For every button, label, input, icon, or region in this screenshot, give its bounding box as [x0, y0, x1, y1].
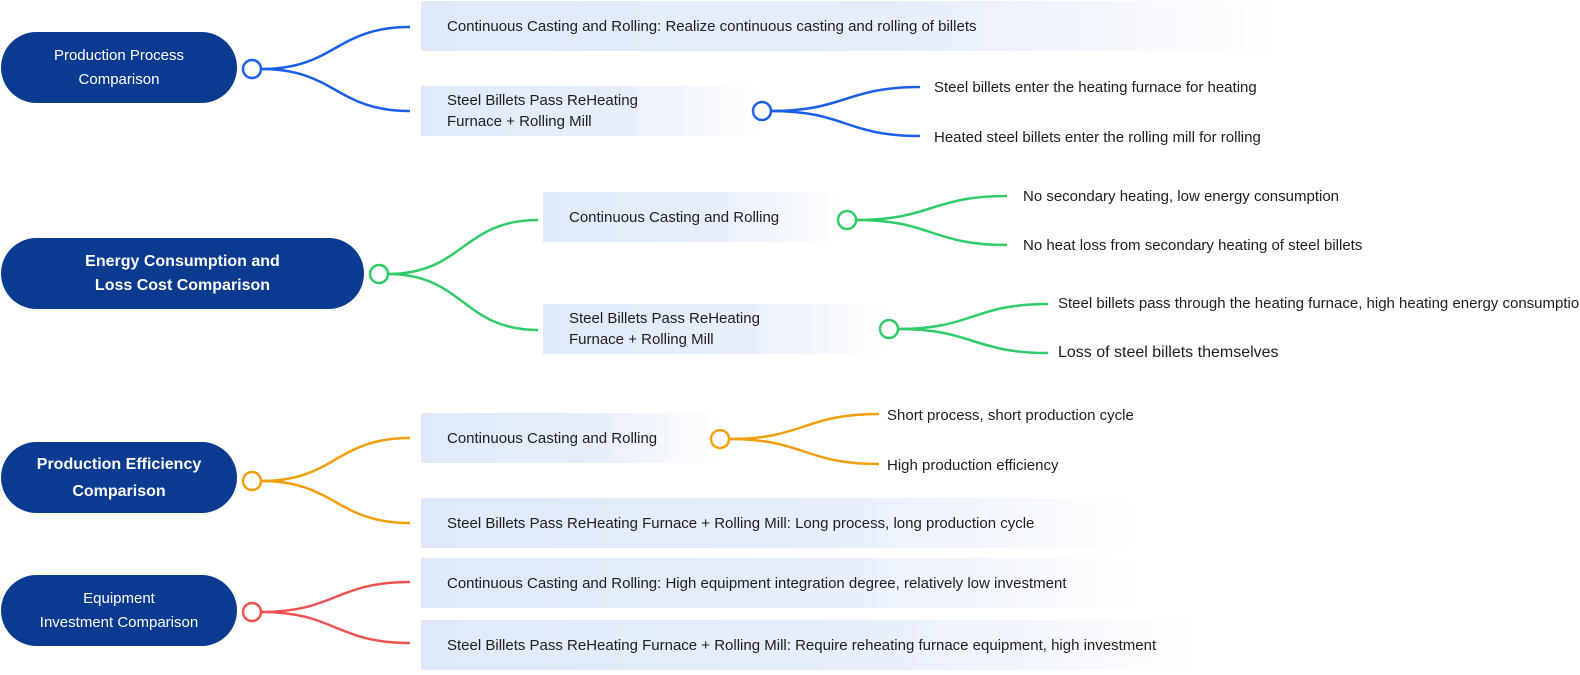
efficiency-junction-dot [241, 470, 263, 492]
efficiency-continuous-connector-0 [728, 412, 880, 441]
process-item-reheating: Steel Billets Pass ReHeating Furnace + R… [421, 86, 761, 136]
efficiency-leaf-short-process: Short process, short production cycle [887, 407, 1134, 424]
energy-leaf-billet-loss: Loss of steel billets themselves [1058, 344, 1279, 361]
process-reheating-connector-0 [770, 85, 921, 113]
energy-connector-1 [387, 272, 539, 332]
investment-connector-0 [260, 580, 411, 614]
production-efficiency-node: Production Efficiency Comparison [1, 442, 237, 513]
efficiency-leaf-high-efficiency: High production efficiency [887, 457, 1059, 474]
process-reheating-connector-1 [770, 109, 921, 138]
process-connector-1 [260, 67, 411, 113]
process-leaf-heating: Steel billets enter the heating furnace … [934, 79, 1257, 96]
investment-connector-1 [260, 610, 411, 645]
energy-item-continuous: Continuous Casting and Rolling [543, 192, 843, 242]
investment-item-reheating: Steel Billets Pass ReHeating Furnace + R… [421, 620, 1201, 670]
energy-leaf-furnace-consumption: Steel billets pass through the heating f… [1058, 295, 1580, 312]
energy-consumption-node: Energy Consumption and Loss Cost Compari… [1, 238, 364, 309]
investment-item-continuous: Continuous Casting and Rolling: High equ… [421, 558, 1141, 608]
energy-junction-dot [368, 263, 390, 285]
process-leaf-rolling: Heated steel billets enter the rolling m… [934, 129, 1261, 146]
energy-leaf-no-heat-loss: No heat loss from secondary heating of s… [1023, 237, 1363, 254]
energy-reheating-connector-1 [897, 327, 1049, 355]
production-process-node: Production Process Comparison [1, 32, 237, 103]
efficiency-continuous-connector-1 [728, 437, 880, 466]
energy-continuous-connector-1 [855, 218, 1008, 247]
investment-junction-dot [241, 601, 263, 623]
efficiency-connector-1 [260, 479, 411, 525]
efficiency-item-reheating: Steel Billets Pass ReHeating Furnace + R… [421, 498, 1141, 548]
energy-item-reheating: Steel Billets Pass ReHeating Furnace + R… [543, 304, 888, 354]
process-item-continuous: Continuous Casting and Rolling: Realize … [421, 1, 1281, 51]
process-junction-dot [241, 58, 263, 80]
efficiency-connector-0 [260, 436, 411, 483]
energy-reheating-connector-0 [897, 302, 1049, 331]
energy-connector-0 [387, 218, 539, 276]
process-connector-0 [260, 25, 411, 71]
energy-continuous-connector-0 [855, 194, 1008, 222]
efficiency-item-continuous: Continuous Casting and Rolling [421, 413, 721, 463]
energy-leaf-no-secondary-heating: No secondary heating, low energy consump… [1023, 188, 1340, 205]
equipment-investment-node: Equipment Investment Comparison [1, 575, 237, 646]
